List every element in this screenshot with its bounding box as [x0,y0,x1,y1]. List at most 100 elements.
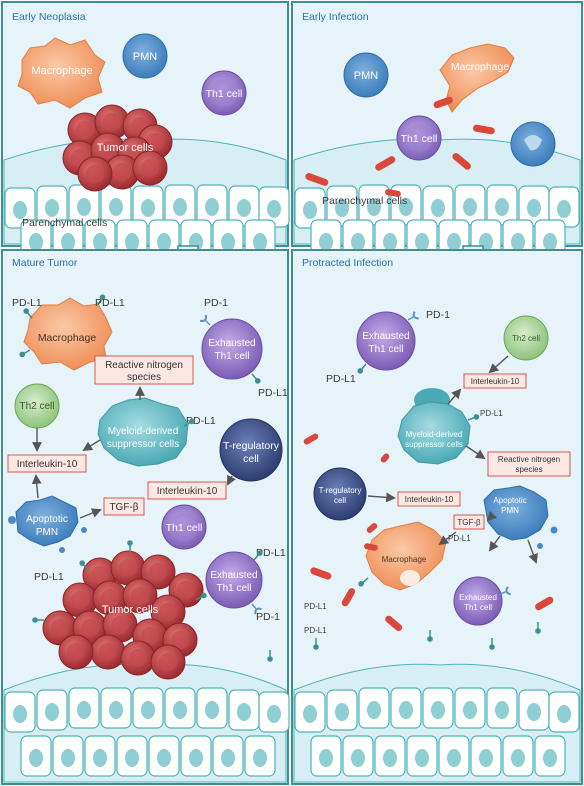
exhausted-label: Th1 cell [216,583,251,594]
pmn: PMN [122,33,168,79]
apoptotic-label: Apoptotic [493,496,526,505]
th2-label: Th2 cell [512,334,540,343]
reactive-nitrogen-box: Reactive nitrogen species [487,451,571,477]
pd1-label: PD-1 [426,309,450,321]
pdl1-label: PD-L1 [326,373,356,385]
mdsc: Myeloid-derived suppressor cells [397,388,481,465]
pdl1-label: PD-L1 [258,387,288,399]
macrophage: Macrophage [17,37,106,109]
pdl1-label: PD-L1 [95,297,125,309]
treg-label: cell [334,496,346,505]
parenchymal-label: Parenchymal cells [322,195,407,207]
panel-title: Mature Tumor [12,257,78,269]
pdl1-label: PD-L1 [12,297,42,309]
pdl1-label: PD-L1 [186,415,216,427]
th1-label: Th1 cell [166,522,203,534]
treg-label: T-regulatory [223,440,280,452]
reactive-label: Reactive nitrogen [498,455,560,464]
il10-box-left: Interleukin-10 [7,454,87,473]
tumor-label: Tumor cells [97,142,154,154]
th1-cell: Th1 cell [396,115,442,161]
macrophage-label: Macrophage [31,65,92,77]
exhausted-label: Th1 cell [464,603,492,612]
macrophage: Macrophage [356,521,447,591]
il10-label: Interleukin-10 [405,495,454,504]
arrows [367,355,538,564]
macrophage-label: Macrophage [382,555,427,564]
macrophage: Macrophage [17,292,113,371]
exhausted-th1-cell-2: Exhausted Th1 cell [205,548,265,616]
treg-cell: T-regulatory cell [219,418,283,482]
apoptotic-label: PMN [501,506,519,515]
parenchymal-label: Parenchymal cells [22,217,107,229]
pdl1-label: PD-L1 [480,409,503,418]
pmn: PMN [343,52,389,98]
macrophage: Macrophage [439,43,515,113]
mdsc-label: suppressor cells [405,440,463,449]
il10-label: Interleukin-10 [157,486,218,497]
pdl1-label: PD-L1 [448,534,471,543]
mdsc-label: suppressor cells [107,439,179,450]
macrophage-label: Macrophage [451,61,510,73]
il10-label: Interleukin-10 [17,459,78,470]
th2-cell: Th2 cell [14,383,60,429]
pd1-label: PD-1 [204,297,228,309]
th1-cell: Th1 cell [201,70,247,116]
exhausted-label: Exhausted [208,338,255,349]
reactive-label: Reactive nitrogen [105,360,183,371]
il10-box-middle: Interleukin-10 [397,491,461,507]
tgfb-box: TGF-β [103,497,145,516]
apoptotic-label: Apoptotic [26,514,68,525]
mdsc-label: Myeloid-derived [108,426,179,437]
panel-protracted-infection: Protracted Infection Exhausted Th1 cell … [291,249,583,785]
bacteria [303,433,554,632]
th1-cell: Th1 cell [161,504,207,550]
reactive-label: species [515,465,542,474]
tgfb-label: TGF-β [109,502,138,513]
exhausted-label: Exhausted [210,570,257,581]
exhausted-label: Exhausted [459,593,497,602]
exhausted-th1-cell: Exhausted Th1 cell [355,310,420,376]
bacteria [305,96,495,197]
th1-label: Th1 cell [401,133,438,145]
il10-box-right: Interleukin-10 [147,481,227,500]
pdl1-label: PD-L1 [34,571,64,583]
treg-cell: T-regulatory cell [313,467,367,521]
apoptotic-pmn: Apoptotic PMN [483,485,558,549]
macrophage-label: Macrophage [38,332,97,344]
treg-label: T-regulatory [319,486,362,495]
exhausted-th1-cell-2: Exhausted Th1 cell [453,576,512,626]
panel-mature-tumor: Mature Tumor Macrophage PD-L1 PD-L1 PD-1… [1,249,290,785]
il10-label: Interleukin-10 [471,377,520,386]
panel-early-neoplasia: Early Neoplasia Macrophage PMN Th1 cell [1,1,290,261]
tumor-cluster: Tumor cells [62,104,173,192]
pdl1-label: PD-L1 [304,626,327,635]
exhausted-label: Exhausted [362,331,409,342]
reactive-label: species [127,372,161,383]
apoptotic-pmn: Apoptotic PMN [8,495,87,553]
pdl1-label: PD-L1 [256,547,286,559]
tgfb-box: TGF-β [453,514,485,530]
pmn-label: PMN [354,70,379,82]
panel-early-infection: Early Infection PMN Macrophage Th1 cell [291,1,583,261]
exhausted-label: Th1 cell [368,344,403,355]
pmn-2 [510,121,556,167]
pd1-label: PD-1 [256,611,280,623]
treg-label: cell [243,453,259,465]
mdsc: Myeloid-derived suppressor cells [97,397,197,467]
panel-title: Early Infection [302,11,369,23]
il10-box-top: Interleukin-10 [463,373,527,389]
panel-title: Early Neoplasia [12,11,86,23]
th2-cell: Th2 cell [503,315,549,361]
pmn-label: PMN [133,51,158,63]
arrows [31,386,236,519]
exhausted-label: Th1 cell [214,351,249,362]
mdsc-label: Myeloid-derived [406,430,462,439]
pdl1-label: PD-L1 [304,602,327,611]
tumor-label: Tumor cells [102,604,159,616]
reactive-nitrogen-box: Reactive nitrogen species [94,355,194,385]
exhausted-th1-cell: Exhausted Th1 cell [199,314,263,386]
apoptotic-label: PMN [36,527,58,538]
th1-label: Th1 cell [206,88,243,100]
